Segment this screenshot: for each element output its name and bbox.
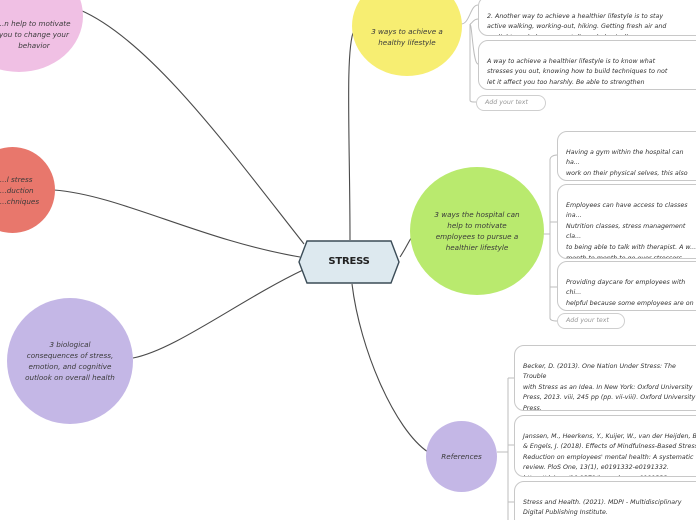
bracket-healthy <box>460 4 479 103</box>
topic-hospital[interactable]: 3 ways the hospital can help to motivate… <box>410 167 544 295</box>
add-text-label: Add your text <box>566 317 610 324</box>
link-references <box>351 283 429 453</box>
hospital-card-daycare[interactable]: Providing daycare for employees with chi… <box>557 261 696 311</box>
hospital-card-gym-text: Having a gym within the hospital can ha.… <box>566 148 688 177</box>
hospital-card-classes[interactable]: Employees can have access to classes ina… <box>557 184 696 259</box>
central-topic-stress[interactable]: STRESS <box>298 240 400 284</box>
topic-references-label: References <box>441 452 482 461</box>
topic-hospital-label: 3 ways the hospital can help to motivate… <box>434 210 520 252</box>
topic-healthy-label: 3 ways to achieve a healthy lifestyle <box>371 27 443 47</box>
add-text-healthy[interactable]: Add your text <box>476 95 546 111</box>
topic-biological[interactable]: 3 biological consequences of stress, emo… <box>7 298 133 424</box>
hospital-card-gym[interactable]: Having a gym within the hospital can ha.… <box>557 131 696 181</box>
reference-card-mdpi-text: Stress and Health. (2021). MDPI - Multid… <box>523 498 682 520</box>
reference-card-becker[interactable]: Becker, D. (2013). One Nation Under Stre… <box>514 345 696 411</box>
topic-biological-label: 3 biological consequences of stress, emo… <box>25 340 115 382</box>
topic-behavior-label: ...n help to motivate you to change your… <box>0 18 71 50</box>
hospital-card-classes-text: Employees can have access to classes ina… <box>566 201 696 259</box>
reference-card-janssen[interactable]: Janssen, M., Heerkens, Y., Kuijer, W., v… <box>514 415 696 477</box>
healthy-card-2-text: 2. Another way to achieve a healthier li… <box>487 12 667 35</box>
topic-reduction-label: ...l stress ...duction ...chniques <box>0 174 40 206</box>
topic-references[interactable]: References <box>426 421 497 492</box>
link-reduction <box>53 189 301 258</box>
add-text-label: Add your text <box>485 99 529 106</box>
healthy-card-1[interactable]: A way to achieve a healthier lifestyle i… <box>478 40 696 90</box>
link-behavior <box>79 9 305 245</box>
link-healthy <box>348 29 355 241</box>
reference-card-mdpi[interactable]: Stress and Health. (2021). MDPI - Multid… <box>514 481 696 520</box>
reference-card-becker-text: Becker, D. (2013). One Nation Under Stre… <box>523 362 696 411</box>
reference-card-janssen-text: Janssen, M., Heerkens, Y., Kuijer, W., v… <box>523 432 696 476</box>
hospital-card-daycare-text: Providing daycare for employees with chi… <box>566 278 694 307</box>
bracket-hospital <box>543 154 558 322</box>
healthy-card-2[interactable]: 2. Another way to achieve a healthier li… <box>478 0 696 36</box>
link-biological <box>132 269 304 359</box>
bracket-references <box>497 377 514 520</box>
add-text-hospital[interactable]: Add your text <box>557 313 625 329</box>
healthy-card-1-text: A way to achieve a healthier lifestyle i… <box>487 57 668 86</box>
central-topic-shape <box>298 240 400 284</box>
central-topic-label: STRESS <box>328 256 370 267</box>
